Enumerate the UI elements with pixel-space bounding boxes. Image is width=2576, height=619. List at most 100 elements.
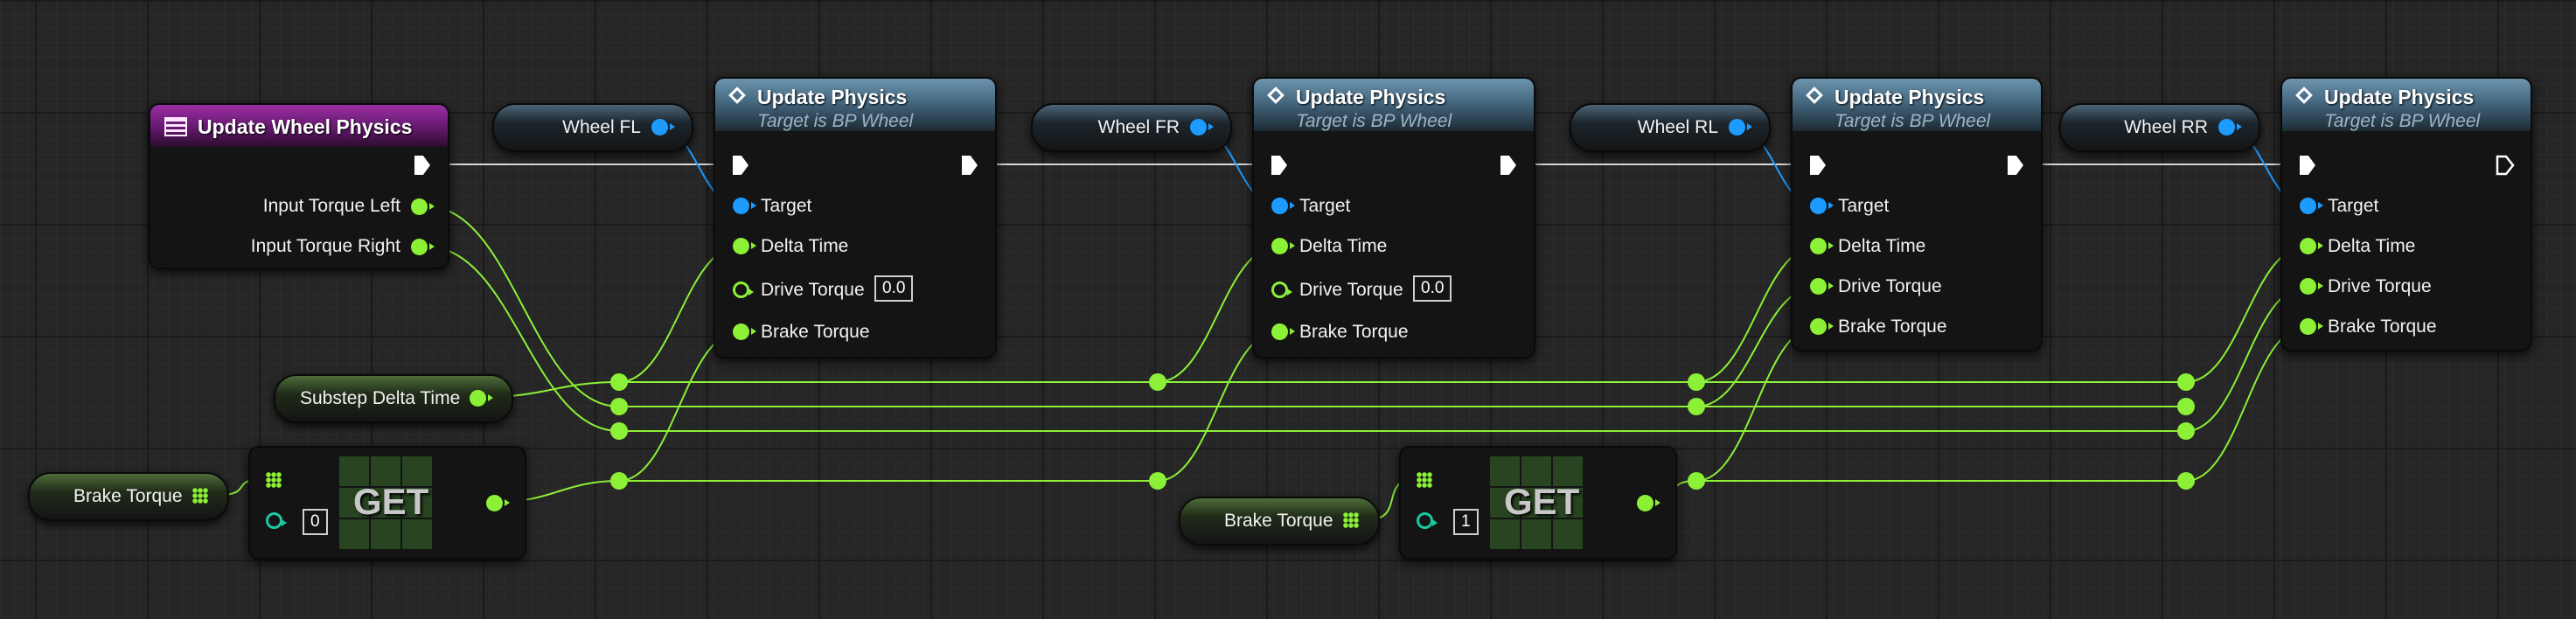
exec-out-pin-unconnected[interactable] — [2496, 155, 2515, 176]
wheel-fr-pin[interactable] — [1190, 119, 1214, 136]
drive-torque-label: Drive Torque — [2328, 276, 2432, 296]
target-pin[interactable] — [2300, 198, 2323, 214]
exec-in-pin[interactable] — [2300, 156, 2315, 175]
get-node-backdrop — [1488, 455, 1584, 551]
function-icon — [1806, 87, 1823, 104]
brake-torque-label: Brake Torque — [1224, 511, 1333, 531]
substep-delta-time-label: Substep Delta Time — [300, 388, 461, 408]
index-default-input[interactable]: 0 — [303, 509, 328, 535]
update-physics-header: Update Physics Target is BP Wheel — [715, 79, 995, 131]
reroute-knot[interactable] — [610, 472, 628, 490]
reroute-knot[interactable] — [2177, 422, 2195, 440]
input-torque-right-pin[interactable] — [411, 239, 435, 255]
delta-time-pin[interactable] — [2300, 238, 2323, 254]
index-pin[interactable] — [266, 512, 287, 529]
reroute-knot[interactable] — [2177, 373, 2195, 391]
brake-torque-label: Brake Torque — [2328, 316, 2437, 337]
target-pin[interactable] — [733, 198, 756, 214]
exec-out-pin[interactable] — [414, 156, 430, 175]
get-output-pin[interactable] — [1637, 495, 1660, 511]
brake-torque-pin[interactable] — [1810, 318, 1834, 335]
delta-time-pin[interactable] — [1271, 238, 1295, 254]
array-pin-icon[interactable] — [1343, 512, 1359, 528]
exec-in-pin[interactable] — [1810, 156, 1826, 175]
delta-time-label: Delta Time — [1838, 236, 1926, 256]
index-default-input[interactable]: 1 — [1453, 509, 1479, 535]
node-title: Update Physics — [2324, 86, 2475, 108]
target-label: Target — [2328, 196, 2379, 216]
get-node-backdrop — [338, 455, 434, 551]
brake-torque-label: Brake Torque — [1299, 322, 1409, 342]
update-physics-node-rr[interactable]: Update Physics Target is BP Wheel Target… — [2280, 77, 2532, 351]
drive-torque-default-input[interactable]: 0.0 — [874, 275, 914, 302]
event-node-header: Update Wheel Physics — [150, 105, 448, 147]
array-get-node-0[interactable]: GET 0 — [248, 446, 526, 560]
target-pin[interactable] — [1271, 198, 1295, 214]
wheel-rr-pin[interactable] — [2218, 119, 2242, 136]
brake-torque-array-variable-1[interactable]: Brake Torque — [28, 472, 229, 521]
reroute-knot[interactable] — [1688, 398, 1705, 415]
wheel-rl-pin[interactable] — [1729, 119, 1752, 136]
reroute-knot[interactable] — [2177, 398, 2195, 415]
event-node-title: Update Wheel Physics — [198, 115, 413, 138]
exec-in-pin[interactable] — [733, 156, 748, 175]
reroute-knot[interactable] — [610, 422, 628, 440]
target-label: Target — [761, 196, 812, 216]
delta-time-pin[interactable] — [1810, 238, 1834, 254]
node-subtitle: Target is BP Wheel — [2324, 111, 2481, 131]
function-icon — [728, 87, 746, 104]
wheel-rl-label: Wheel RL — [1637, 117, 1718, 137]
wheel-rr-variable[interactable]: Wheel RR — [2059, 103, 2260, 152]
update-physics-node-rl[interactable]: Update Physics Target is BP Wheel Target… — [1791, 77, 2043, 351]
node-title: Update Physics — [757, 86, 908, 108]
drive-torque-pin[interactable] — [2300, 278, 2323, 295]
target-label: Target — [1838, 196, 1890, 216]
array-pin-icon[interactable] — [1417, 472, 1432, 488]
drive-torque-label: Drive Torque — [761, 280, 865, 300]
event-node-update-wheel-physics[interactable]: Update Wheel Physics Input Torque Left I… — [149, 103, 449, 269]
exec-out-pin[interactable] — [1500, 156, 1516, 175]
brake-torque-array-variable-2[interactable]: Brake Torque — [1179, 497, 1380, 546]
brake-torque-pin[interactable] — [733, 323, 756, 340]
exec-out-pin[interactable] — [962, 156, 978, 175]
wheel-fl-pin[interactable] — [651, 119, 675, 136]
wheel-fl-variable[interactable]: Wheel FL — [492, 103, 693, 152]
reroute-knot[interactable] — [1688, 373, 1705, 391]
delta-time-label: Delta Time — [761, 236, 849, 256]
function-icon — [2295, 87, 2313, 104]
reroute-knot[interactable] — [1149, 472, 1166, 490]
brake-torque-pin[interactable] — [2300, 318, 2323, 335]
drive-torque-label: Drive Torque — [1838, 276, 1942, 296]
exec-out-pin[interactable] — [2008, 156, 2023, 175]
target-pin[interactable] — [1810, 198, 1834, 214]
update-physics-header: Update Physics Target is BP Wheel — [2282, 79, 2531, 131]
update-physics-node-fr[interactable]: Update Physics Target is BP Wheel Target… — [1252, 77, 1535, 358]
substep-delta-time-pin[interactable] — [470, 390, 493, 407]
delta-time-pin[interactable] — [733, 238, 756, 254]
wheel-fr-variable[interactable]: Wheel FR — [1031, 103, 1232, 152]
drive-torque-label: Drive Torque — [1299, 280, 1403, 300]
drive-torque-pin[interactable] — [733, 282, 754, 298]
input-torque-left-pin[interactable] — [411, 198, 435, 215]
brake-torque-label: Brake Torque — [73, 486, 183, 506]
delta-time-label: Delta Time — [2328, 236, 2416, 256]
index-pin[interactable] — [1417, 512, 1438, 529]
reroute-knot[interactable] — [2177, 472, 2195, 490]
drive-torque-default-input[interactable]: 0.0 — [1413, 275, 1452, 302]
get-output-pin[interactable] — [486, 495, 510, 511]
wheel-rl-variable[interactable]: Wheel RL — [1570, 103, 1771, 152]
array-pin-icon[interactable] — [266, 472, 282, 488]
reroute-knot[interactable] — [1149, 373, 1166, 391]
drive-torque-pin[interactable] — [1271, 282, 1292, 298]
substep-delta-time-variable[interactable]: Substep Delta Time — [274, 374, 513, 423]
drive-torque-pin[interactable] — [1810, 278, 1834, 295]
reroute-knot[interactable] — [1688, 472, 1705, 490]
reroute-knot[interactable] — [610, 373, 628, 391]
brake-torque-pin[interactable] — [1271, 323, 1295, 340]
brake-torque-label: Brake Torque — [761, 322, 870, 342]
exec-in-pin[interactable] — [1271, 156, 1287, 175]
array-pin-icon[interactable] — [192, 488, 208, 504]
reroute-knot[interactable] — [610, 398, 628, 415]
array-get-node-1[interactable]: GET 1 — [1399, 446, 1677, 560]
update-physics-node-fl[interactable]: Update Physics Target is BP Wheel Target… — [714, 77, 997, 358]
